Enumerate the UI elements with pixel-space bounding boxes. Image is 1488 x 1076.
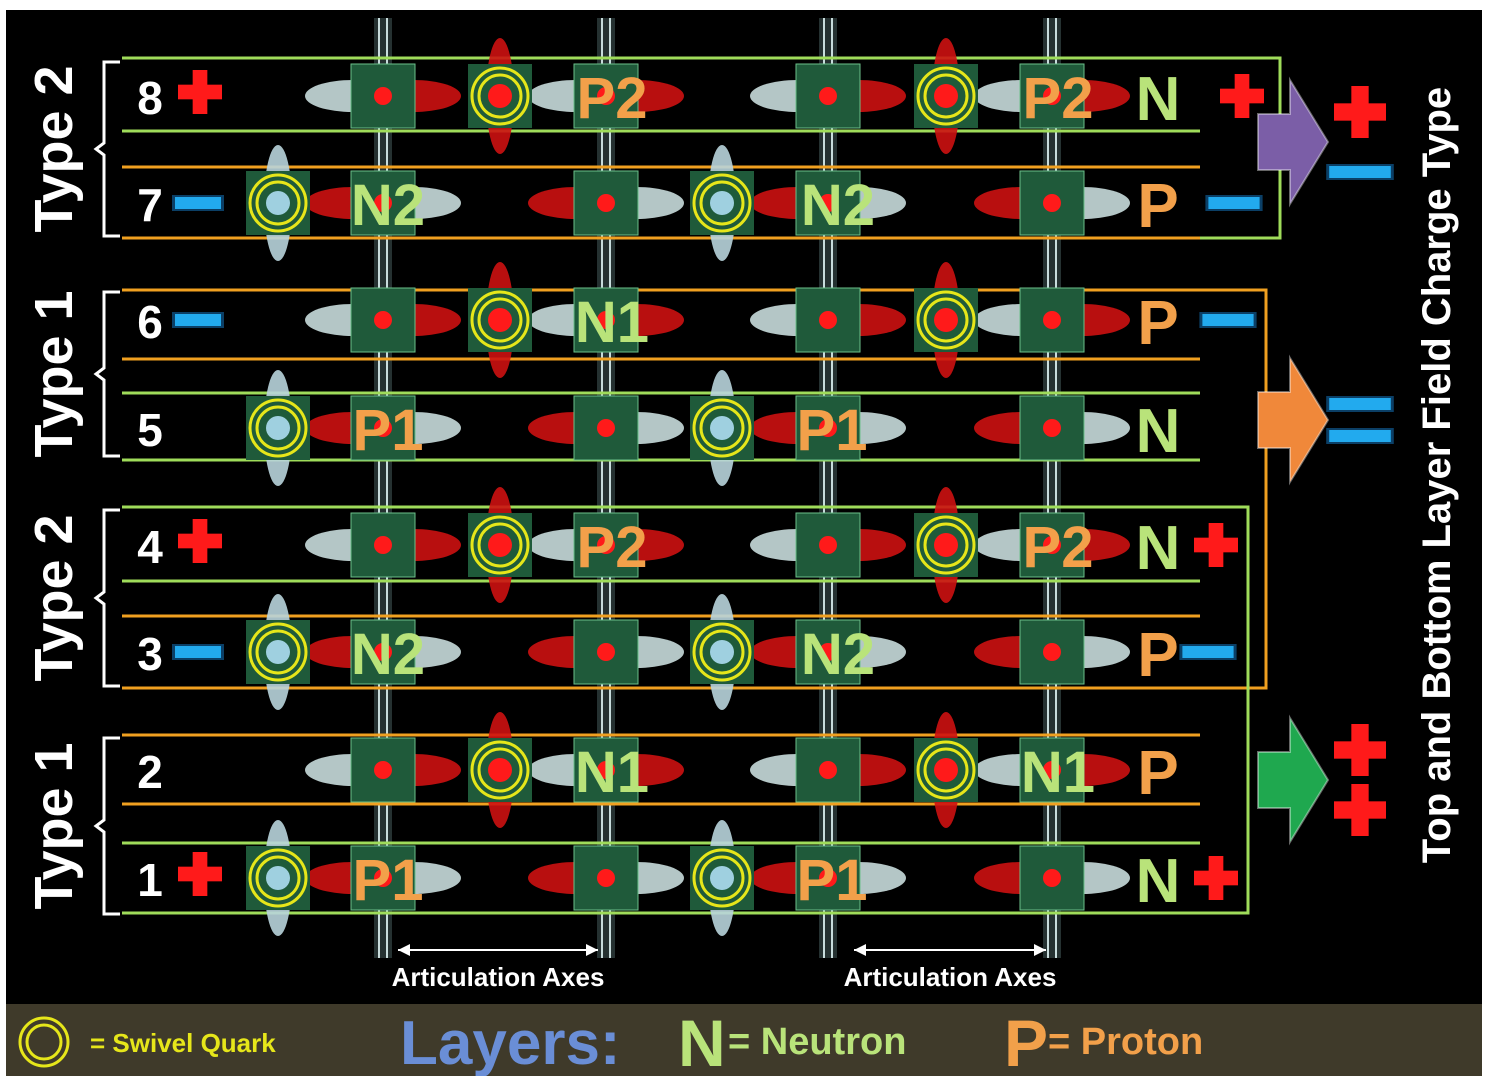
legend-p-letter: P bbox=[1004, 1006, 1048, 1076]
layer-label: P1 bbox=[353, 398, 424, 463]
layer-number: 5 bbox=[137, 404, 163, 456]
group-label: Type 1 bbox=[24, 742, 84, 909]
swivel-core bbox=[266, 866, 290, 890]
quark-core bbox=[374, 87, 392, 105]
right-charge-icon bbox=[1199, 312, 1256, 328]
layer-number: 3 bbox=[137, 628, 163, 680]
left-minus-icon bbox=[172, 644, 224, 660]
articulation-axis bbox=[1043, 18, 1061, 958]
layer-end-letter: N bbox=[1136, 847, 1181, 916]
swivel-core bbox=[488, 308, 512, 332]
swivel-core bbox=[488, 84, 512, 108]
group-label: Type 2 bbox=[24, 65, 84, 232]
layer-number: 1 bbox=[137, 854, 163, 906]
quark-core bbox=[597, 643, 615, 661]
layer-end-letter: N bbox=[1136, 65, 1181, 134]
layer-label: N2 bbox=[351, 622, 425, 687]
legend-layers-title: Layers: bbox=[400, 1009, 621, 1076]
quark-core bbox=[374, 761, 392, 779]
quark-core bbox=[1043, 419, 1061, 437]
swivel-core bbox=[488, 533, 512, 557]
swivel-core bbox=[266, 416, 290, 440]
layer-end-letter: P bbox=[1137, 289, 1178, 358]
quark-core bbox=[1043, 311, 1061, 329]
axes-label: Articulation Axes bbox=[392, 962, 605, 992]
legend-n-text: = Neutron bbox=[728, 1021, 906, 1063]
quark-core bbox=[374, 311, 392, 329]
layer-label: P1 bbox=[353, 848, 424, 913]
swivel-core bbox=[710, 866, 734, 890]
field-charge-icon bbox=[1326, 396, 1394, 412]
quark-core bbox=[819, 87, 837, 105]
legend-p-text: = Proton bbox=[1048, 1021, 1203, 1063]
swivel-core bbox=[934, 84, 958, 108]
layer-label: P2 bbox=[577, 515, 648, 580]
layer-label: N1 bbox=[575, 290, 649, 355]
layer-number: 6 bbox=[137, 296, 163, 348]
quark-core bbox=[819, 761, 837, 779]
right-charge-icon bbox=[1179, 644, 1236, 660]
layer-label: N1 bbox=[575, 740, 649, 805]
right-charge-icon bbox=[1205, 195, 1262, 211]
swivel-core bbox=[934, 308, 958, 332]
layer-label: N2 bbox=[351, 173, 425, 238]
quark-core bbox=[597, 419, 615, 437]
layer-number: 8 bbox=[137, 72, 163, 124]
layer-label: P2 bbox=[1023, 515, 1094, 580]
swivel-core bbox=[934, 533, 958, 557]
layer-end-letter: P bbox=[1137, 621, 1178, 690]
layer-label: P1 bbox=[797, 848, 868, 913]
group-label: Type 2 bbox=[24, 514, 84, 681]
left-minus-icon bbox=[172, 312, 224, 328]
swivel-core bbox=[488, 758, 512, 782]
layer-label: N2 bbox=[801, 622, 875, 687]
layer-end-letter: N bbox=[1136, 514, 1181, 583]
quark-core bbox=[819, 536, 837, 554]
quark-core bbox=[1043, 869, 1061, 887]
left-minus-icon bbox=[172, 195, 224, 211]
field-charge-icon bbox=[1326, 164, 1394, 180]
articulation-axis bbox=[374, 18, 392, 958]
quark-core bbox=[374, 536, 392, 554]
legend-n-letter: N bbox=[678, 1006, 726, 1076]
layer-label: P1 bbox=[797, 398, 868, 463]
articulation-axis bbox=[597, 18, 615, 958]
group-label: Type 1 bbox=[24, 290, 84, 457]
swivel-core bbox=[710, 640, 734, 664]
layer-label: P2 bbox=[577, 66, 648, 131]
quark-core bbox=[597, 194, 615, 212]
layer-label: N1 bbox=[1021, 740, 1095, 805]
legend-swivel-text: = Swivel Quark bbox=[90, 1028, 276, 1058]
quark-core bbox=[819, 311, 837, 329]
swivel-core bbox=[710, 191, 734, 215]
swivel-core bbox=[934, 758, 958, 782]
axes-label: Articulation Axes bbox=[844, 962, 1057, 992]
vertical-title: Top and Bottom Layer Field Charge Type bbox=[1415, 87, 1459, 863]
field-charge-icon bbox=[1326, 428, 1394, 444]
layer-end-letter: P bbox=[1137, 172, 1178, 241]
swivel-core bbox=[710, 416, 734, 440]
layer-number: 4 bbox=[137, 521, 163, 573]
layer-end-letter: N bbox=[1136, 397, 1181, 466]
layer-label: P2 bbox=[1023, 66, 1094, 131]
layer-end-letter: P bbox=[1137, 739, 1178, 808]
quark-core bbox=[1043, 194, 1061, 212]
quark-core bbox=[597, 869, 615, 887]
quark-core bbox=[1043, 643, 1061, 661]
swivel-core bbox=[266, 640, 290, 664]
layer-number: 2 bbox=[137, 746, 163, 798]
articulation-axis bbox=[819, 18, 837, 958]
swivel-core bbox=[266, 191, 290, 215]
layer-number: 7 bbox=[137, 179, 163, 231]
layer-label: N2 bbox=[801, 173, 875, 238]
